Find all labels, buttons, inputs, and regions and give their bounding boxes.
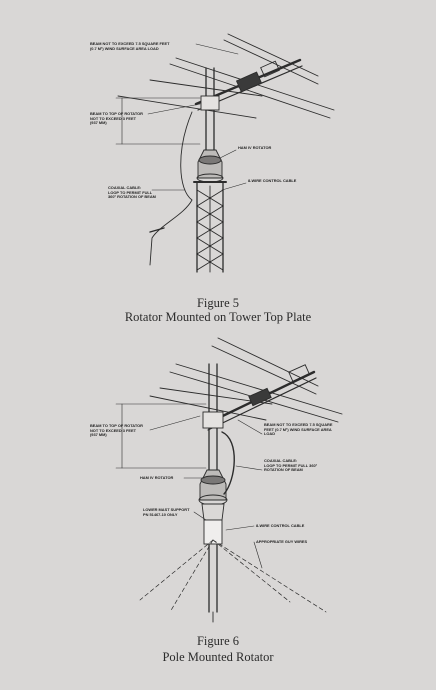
fig6-label-mast-support: LOWER MAST SUPPORT PN 51467-10 ONLY	[143, 507, 190, 517]
fig6-pole	[208, 543, 218, 623]
fig6-label-guy-wires: APPROPRIATE GUY WIRES	[256, 539, 308, 544]
fig6-guy-wires	[139, 539, 327, 613]
fig6-coax-cable	[221, 431, 235, 495]
fig6-label-rotator: HAM IV ROTATOR	[140, 475, 174, 480]
fig6-mast	[202, 363, 224, 471]
fig6-leaders	[115, 403, 263, 569]
fig5-label-control-cable: 8-WIRE CONTROL CABLE	[248, 178, 297, 183]
fig6-label-coax: COAXIAL CABLE: LOOP TO PERMIT FULL 360° …	[264, 458, 318, 473]
fig6-label-control-cable: 8-WIRE CONTROL CABLE	[256, 523, 305, 528]
fig6-rotator	[198, 469, 228, 545]
fig5-tower	[193, 181, 227, 273]
fig5-label-beam-area: BEAM NOT TO EXCEED 7.5 SQUARE FEET (0.7 …	[90, 41, 170, 51]
fig5-label-beam-top: BEAM TO TOP OF ROTATOR NOT TO EXCEED 3 F…	[90, 111, 143, 126]
fig5-label-coax: COAXIAL CABLE: LOOP TO PERMIT FULL 360° …	[108, 185, 156, 200]
figure-6-title: Figure 6	[196, 634, 239, 648]
fig5-leaders	[115, 43, 247, 191]
fig5-label-rotator: HAM IV ROTATOR	[238, 145, 272, 150]
figure-5-title: Figure 5	[196, 296, 239, 310]
figure-5-caption: Rotator Mounted on Tower Top Plate	[124, 310, 312, 324]
fig6-boom	[204, 364, 317, 431]
fig5-rotator	[196, 149, 224, 183]
fig5-mast	[200, 67, 220, 151]
figure-6-caption: Pole Mounted Rotator	[162, 650, 274, 664]
fig6-label-beam-top: BEAM TO TOP OF ROTATOR NOT TO EXCEED 3 F…	[90, 423, 143, 438]
fig6-label-beam-area: BEAM NOT TO EXCEED 7.5 SQUARE FEET (0.7 …	[264, 422, 333, 437]
